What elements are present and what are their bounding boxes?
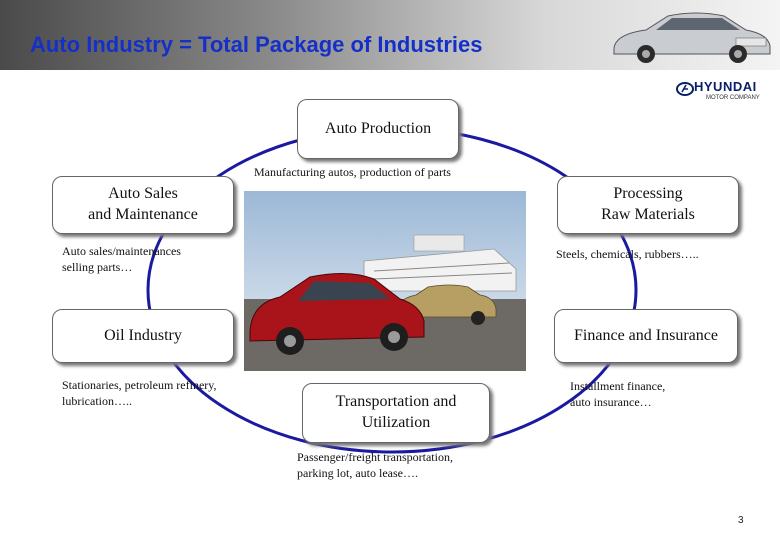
node-finance-label: Finance and Insurance bbox=[574, 326, 718, 344]
page-number: 3 bbox=[738, 515, 744, 526]
note-oil-line2: lubrication….. bbox=[62, 394, 132, 409]
note-finance-line2: auto insurance… bbox=[570, 395, 652, 410]
note-oil-line1: Stationaries, petroleum refinery, bbox=[62, 378, 217, 392]
node-auto-sales-label-line2: and Maintenance bbox=[88, 206, 198, 223]
note-auto-sales-line1: Auto sales/maintenances bbox=[62, 244, 181, 258]
node-transportation: Transportation and Utilization bbox=[302, 383, 490, 443]
note-finance-line1: Installment finance, bbox=[570, 379, 666, 393]
node-oil-industry-label: Oil Industry bbox=[104, 326, 182, 344]
brand-name: HYUNDAI bbox=[694, 79, 757, 94]
node-transportation-label-line2: Utilization bbox=[361, 414, 431, 431]
page-title: Auto Industry = Total Package of Industr… bbox=[30, 32, 483, 57]
node-finance-insurance: Finance and Insurance bbox=[554, 309, 738, 363]
note-transportation: Passenger/freight transportation, parkin… bbox=[297, 449, 453, 481]
note-auto-sales: Auto sales/maintenances selling parts… bbox=[62, 243, 181, 275]
node-processing-label-line1: Processing bbox=[613, 185, 683, 203]
cars-photo bbox=[244, 191, 526, 371]
node-transportation-label-line1: Transportation and bbox=[335, 393, 457, 411]
note-auto-production: Manufacturing autos, production of parts bbox=[254, 165, 451, 179]
node-oil-industry: Oil Industry bbox=[52, 309, 234, 363]
note-auto-sales-line2: selling parts… bbox=[62, 260, 133, 275]
node-auto-production: Auto Production bbox=[297, 99, 459, 159]
node-auto-sales: Auto Sales and Maintenance bbox=[52, 176, 234, 234]
node-processing-raw-materials: Processing Raw Materials bbox=[557, 176, 739, 234]
node-auto-sales-label-line1: Auto Sales bbox=[108, 185, 178, 203]
note-oil-industry: Stationaries, petroleum refinery, lubric… bbox=[62, 377, 217, 409]
note-finance: Installment finance, auto insurance… bbox=[570, 378, 665, 410]
note-transport-line2: parking lot, auto lease…. bbox=[297, 466, 418, 481]
note-processing: Steels, chemicals, rubbers….. bbox=[556, 247, 699, 261]
node-auto-production-label: Auto Production bbox=[324, 119, 432, 137]
header-car-image bbox=[613, 12, 771, 63]
note-transport-line1: Passenger/freight transportation, bbox=[297, 450, 453, 464]
brand-tagline: MOTOR COMPANY bbox=[706, 95, 760, 101]
hyundai-logo-icon bbox=[676, 82, 694, 96]
node-processing-label-line2: Raw Materials bbox=[601, 206, 695, 223]
